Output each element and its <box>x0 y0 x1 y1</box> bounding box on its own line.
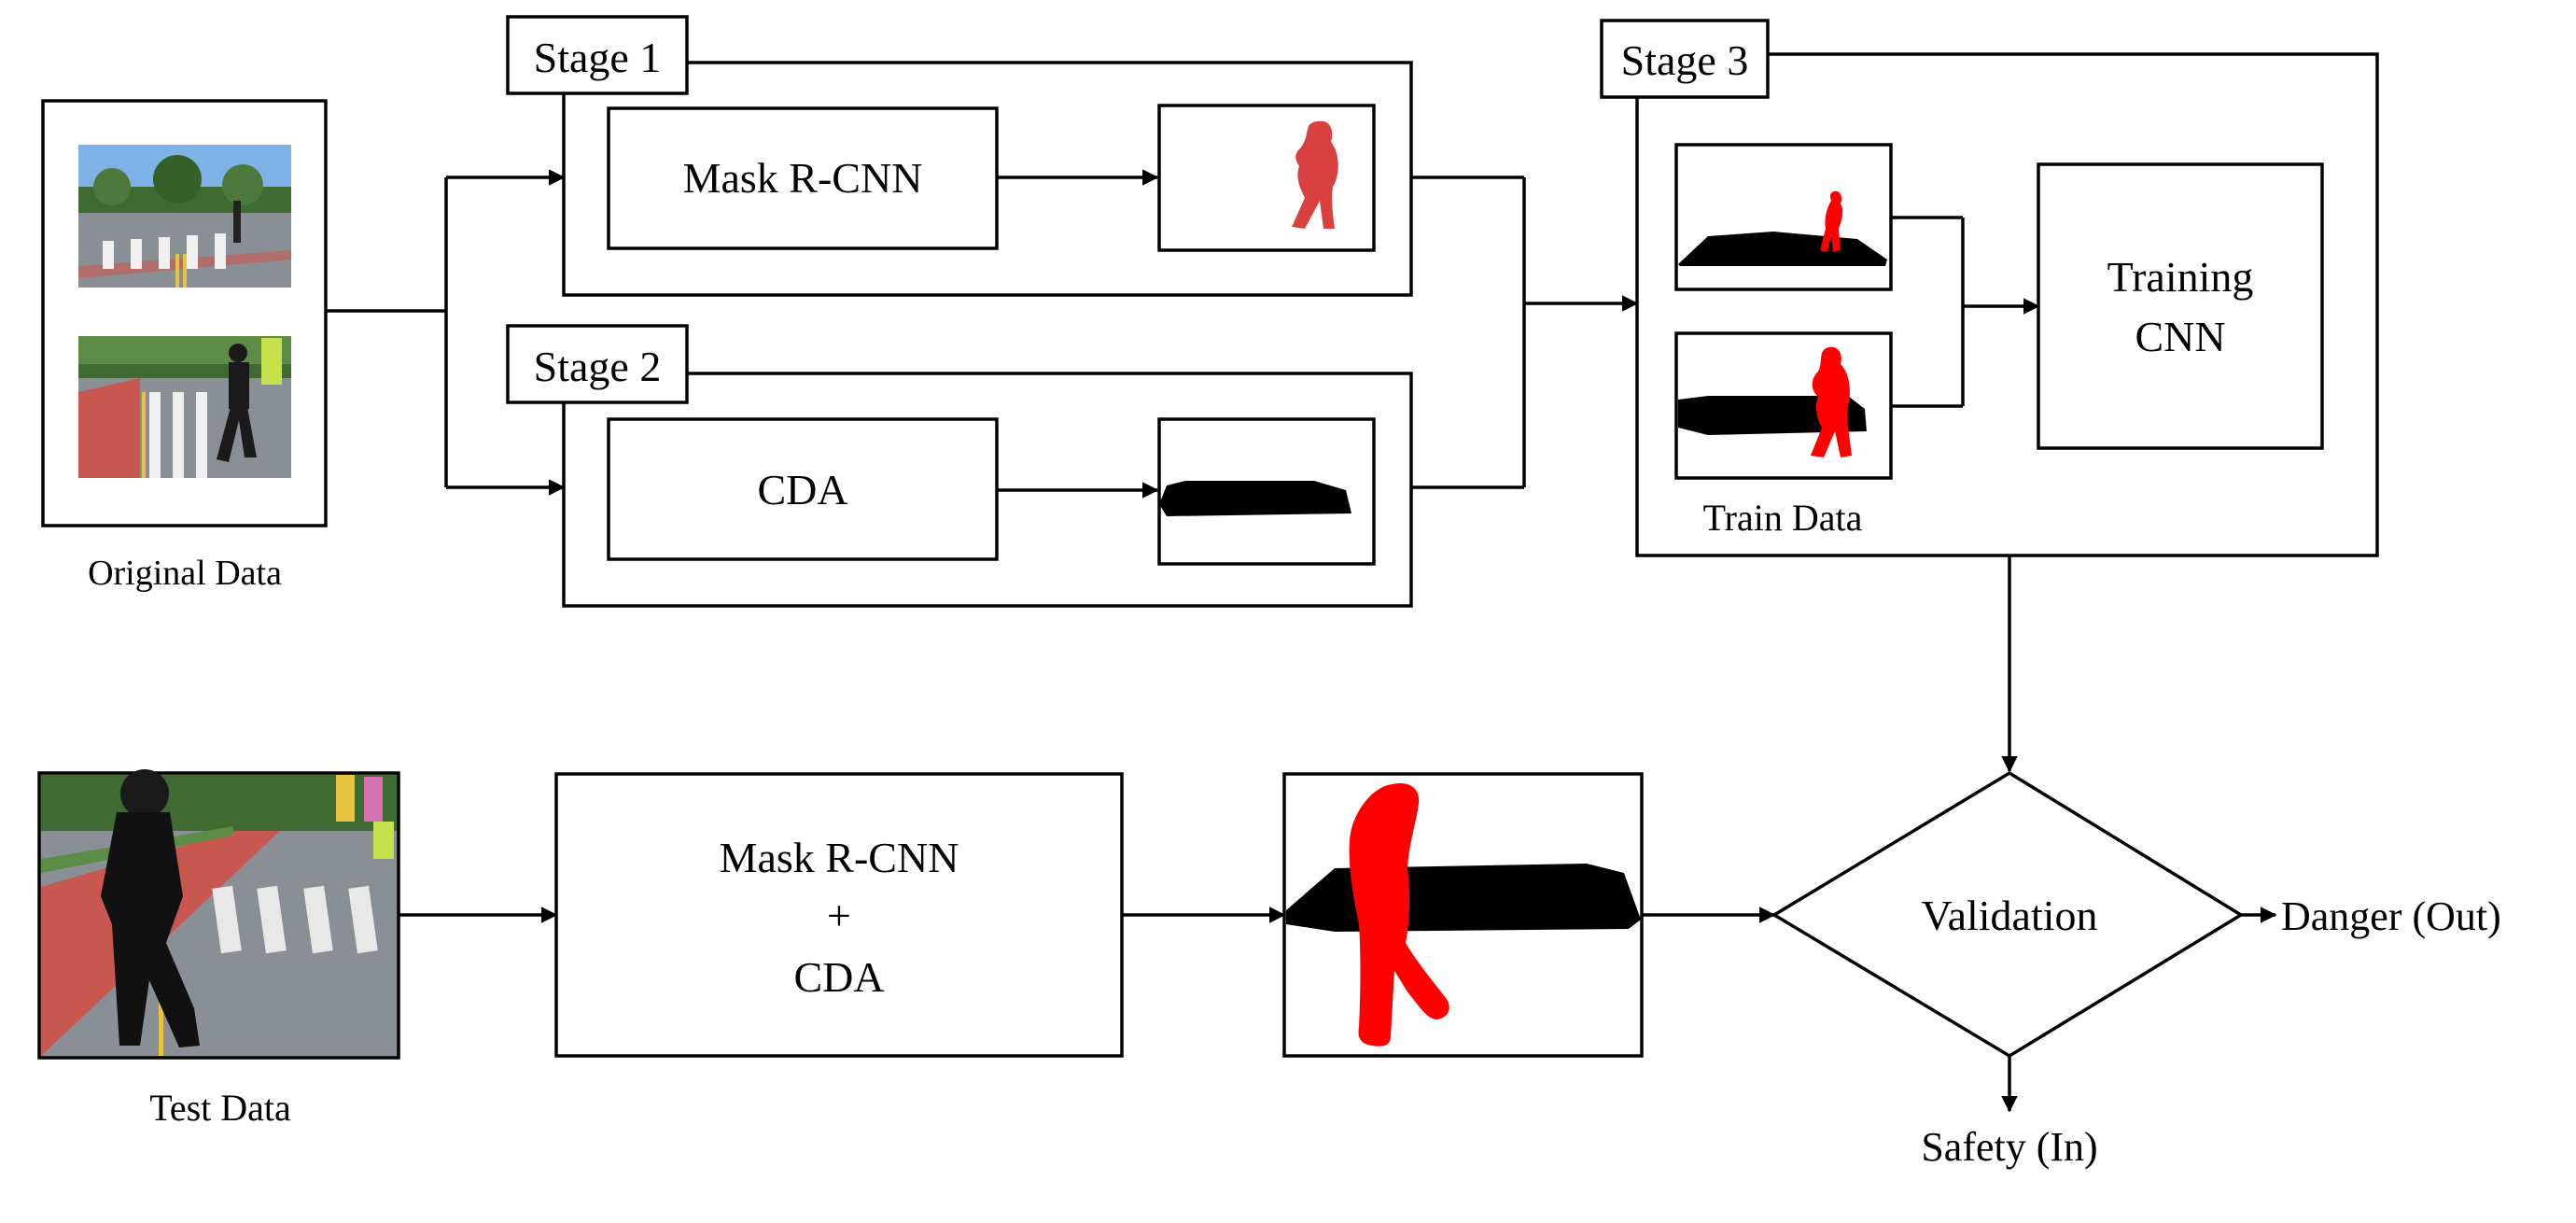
training-cnn-block <box>2037 162 2324 450</box>
pedestrian-mask-output <box>1157 104 1376 252</box>
photo-crosswalk <box>78 145 291 288</box>
stage-1-panel: Stage 1 Mask R-CNN <box>506 15 1413 297</box>
train-sample-1 <box>1674 143 1893 291</box>
train-data-caption: Train Data <box>1703 497 1863 539</box>
original-data-panel: Original Data <box>41 99 328 593</box>
validation-label: Validation <box>1921 892 2097 939</box>
stage-2-label: Stage 2 <box>534 343 662 390</box>
original-to-stages-connector <box>326 169 566 496</box>
cda-label: CDA <box>757 466 847 513</box>
stages-to-stage3-connector <box>1411 176 1639 489</box>
stage-1-label: Stage 1 <box>534 34 662 81</box>
validation-decision: Validation <box>1771 770 2245 1059</box>
mask-rcnn-block <box>607 106 999 250</box>
original-data-caption: Original Data <box>88 554 282 593</box>
stage-3-panel: Stage 3 Train Data Training CNN <box>1600 19 2379 557</box>
test-data-caption: Test Data <box>149 1087 291 1129</box>
danger-out-label: Danger (Out) <box>2281 893 2501 939</box>
mask-rcnn-label: Mask R-CNN <box>683 154 923 202</box>
photo-pedestrian-crossing <box>78 336 291 478</box>
crosswalk-mask-shape <box>1159 481 1351 516</box>
mask-rcnn-cda-block <box>554 772 1124 1058</box>
test-module-line-2: + <box>827 892 851 939</box>
safety-in-label: Safety (In) <box>1921 1124 2097 1170</box>
photo-test-pedestrian <box>37 769 400 1060</box>
combined-pedestrian-mask <box>1349 783 1449 1047</box>
test-result-panel <box>1282 772 1644 1058</box>
combined-crosswalk-mask <box>1286 864 1641 932</box>
test-module-line-3: CDA <box>793 953 884 1001</box>
cda-block <box>607 417 999 561</box>
stage-3-label: Stage 3 <box>1621 36 1749 84</box>
test-module-line-1: Mask R-CNN <box>720 834 959 881</box>
test-module-panel: Mask R-CNN + CDA <box>554 772 1124 1058</box>
test-data-panel: Test Data <box>37 769 400 1129</box>
pedestrian-mask-silhouette <box>1292 120 1338 229</box>
stage-2-panel: Stage 2 CDA <box>506 324 1413 608</box>
training-cnn-line-1: Training <box>2107 253 2254 301</box>
training-cnn-line-2: CNN <box>2135 313 2225 360</box>
